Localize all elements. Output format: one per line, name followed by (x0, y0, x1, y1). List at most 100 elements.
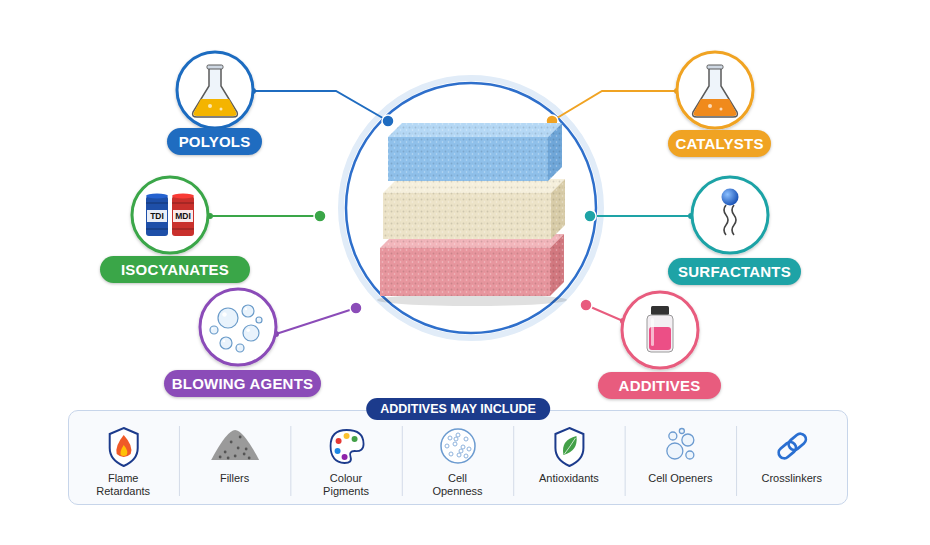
bubble (210, 326, 218, 334)
flame-core (121, 445, 128, 456)
bubble (682, 434, 694, 446)
category-pill: POLYOLS (167, 128, 262, 155)
panel-heading: ADDITIVES MAY INCLUDE (366, 398, 550, 420)
bubble (669, 432, 677, 440)
cell-pore (461, 445, 465, 449)
cell-pore (449, 452, 453, 456)
foam-face (383, 179, 565, 193)
foam-texture (550, 234, 564, 296)
paint-dot (335, 448, 341, 454)
barrel-ridge (172, 229, 194, 230)
additive-item: Flame Retardants (68, 411, 179, 503)
barrel-icon (146, 194, 168, 237)
bubble-highlight (246, 328, 250, 332)
additive-item: Antioxidants (513, 411, 624, 503)
pile-speck (227, 457, 230, 460)
barrel-top (146, 194, 168, 199)
category-pill: SURFACTANTS (668, 258, 801, 285)
shield-icon (555, 428, 583, 466)
category-label: POLYOLS (179, 133, 251, 150)
foam-face (548, 123, 562, 181)
foam-texture (380, 248, 550, 296)
cell-divider (179, 426, 180, 496)
additive-item: Colour Pigments (290, 411, 401, 503)
pile-speck (243, 453, 246, 456)
bubble-highlight (257, 318, 259, 320)
flask-rim (207, 65, 223, 69)
additive-item: Cell Openers (625, 411, 736, 503)
foam-texture (548, 123, 562, 181)
pile-icon (211, 430, 259, 460)
bottle-cap (651, 306, 669, 315)
pile-speck (239, 436, 242, 439)
category-pill: ISOCYANATES (100, 256, 250, 283)
flask-liquid (693, 99, 736, 116)
category-label: CATALYSTS (675, 135, 763, 152)
additive-label: Antioxidants (536, 472, 602, 503)
additive-label: Flame Retardants (90, 472, 156, 503)
palette-icon (331, 430, 364, 463)
chain-icon (776, 432, 808, 461)
cell-divider (290, 426, 291, 496)
cell-divider (736, 426, 737, 496)
icon-circle (177, 52, 253, 128)
bubble (667, 443, 683, 459)
bottle-shine (651, 318, 654, 346)
flask-icon (693, 65, 738, 117)
leader-line (210, 215, 320, 217)
cell-pore (448, 436, 452, 440)
bubble (218, 308, 238, 328)
additive-label: Cell Openness (424, 472, 490, 503)
bubble (679, 429, 684, 434)
bubble (243, 325, 259, 341)
barrel-top (172, 194, 194, 199)
category-pill: ADDITIVES (598, 372, 721, 399)
flask-glass (193, 68, 238, 117)
leaf-vein (564, 438, 575, 454)
bottle-body (647, 315, 673, 352)
barrel-label: MDI (172, 210, 194, 222)
bubble (236, 344, 244, 352)
leader-line (590, 215, 691, 217)
bubble (242, 305, 254, 317)
leader-line (253, 91, 388, 121)
flask-glass (693, 68, 738, 117)
category-label: SURFACTANTS (678, 263, 791, 280)
chain-link (786, 432, 808, 453)
cell-icon (441, 429, 475, 463)
cell-pore (467, 447, 471, 451)
pile-speck (237, 447, 240, 450)
additive-label: Cell Openers (647, 472, 713, 503)
flask-bubble (708, 104, 712, 108)
category-pill: CATALYSTS (668, 130, 771, 157)
foam-texture (551, 179, 565, 239)
cell-divider (402, 426, 403, 496)
cell-pore (464, 437, 468, 441)
paint-dot (342, 454, 348, 460)
category-pill: BLOWING AGENTS (164, 370, 321, 397)
additive-label: Fillers (202, 472, 268, 503)
flask-icon (193, 65, 238, 117)
bubble (256, 317, 262, 323)
paint-dot (352, 436, 358, 442)
icon-circle (622, 292, 698, 368)
flask-bubble (220, 108, 223, 111)
flame-icon (116, 435, 131, 457)
foam-face (551, 179, 565, 239)
foam-face (383, 193, 551, 239)
pile-speck (224, 451, 227, 454)
cell-pore (453, 442, 457, 446)
flask-rim (707, 65, 723, 69)
pile-speck (219, 456, 222, 459)
leader-dot (584, 210, 596, 222)
paint-dot (336, 438, 342, 444)
cell-pore (464, 454, 468, 458)
foam-texture (388, 137, 548, 181)
category-label: BLOWING AGENTS (172, 375, 313, 392)
foam-face (388, 137, 548, 181)
category-label: ISOCYANATES (121, 261, 229, 278)
leader-dot (382, 115, 394, 127)
pile-speck (248, 457, 251, 460)
category-label: ADDITIVES (619, 377, 701, 394)
